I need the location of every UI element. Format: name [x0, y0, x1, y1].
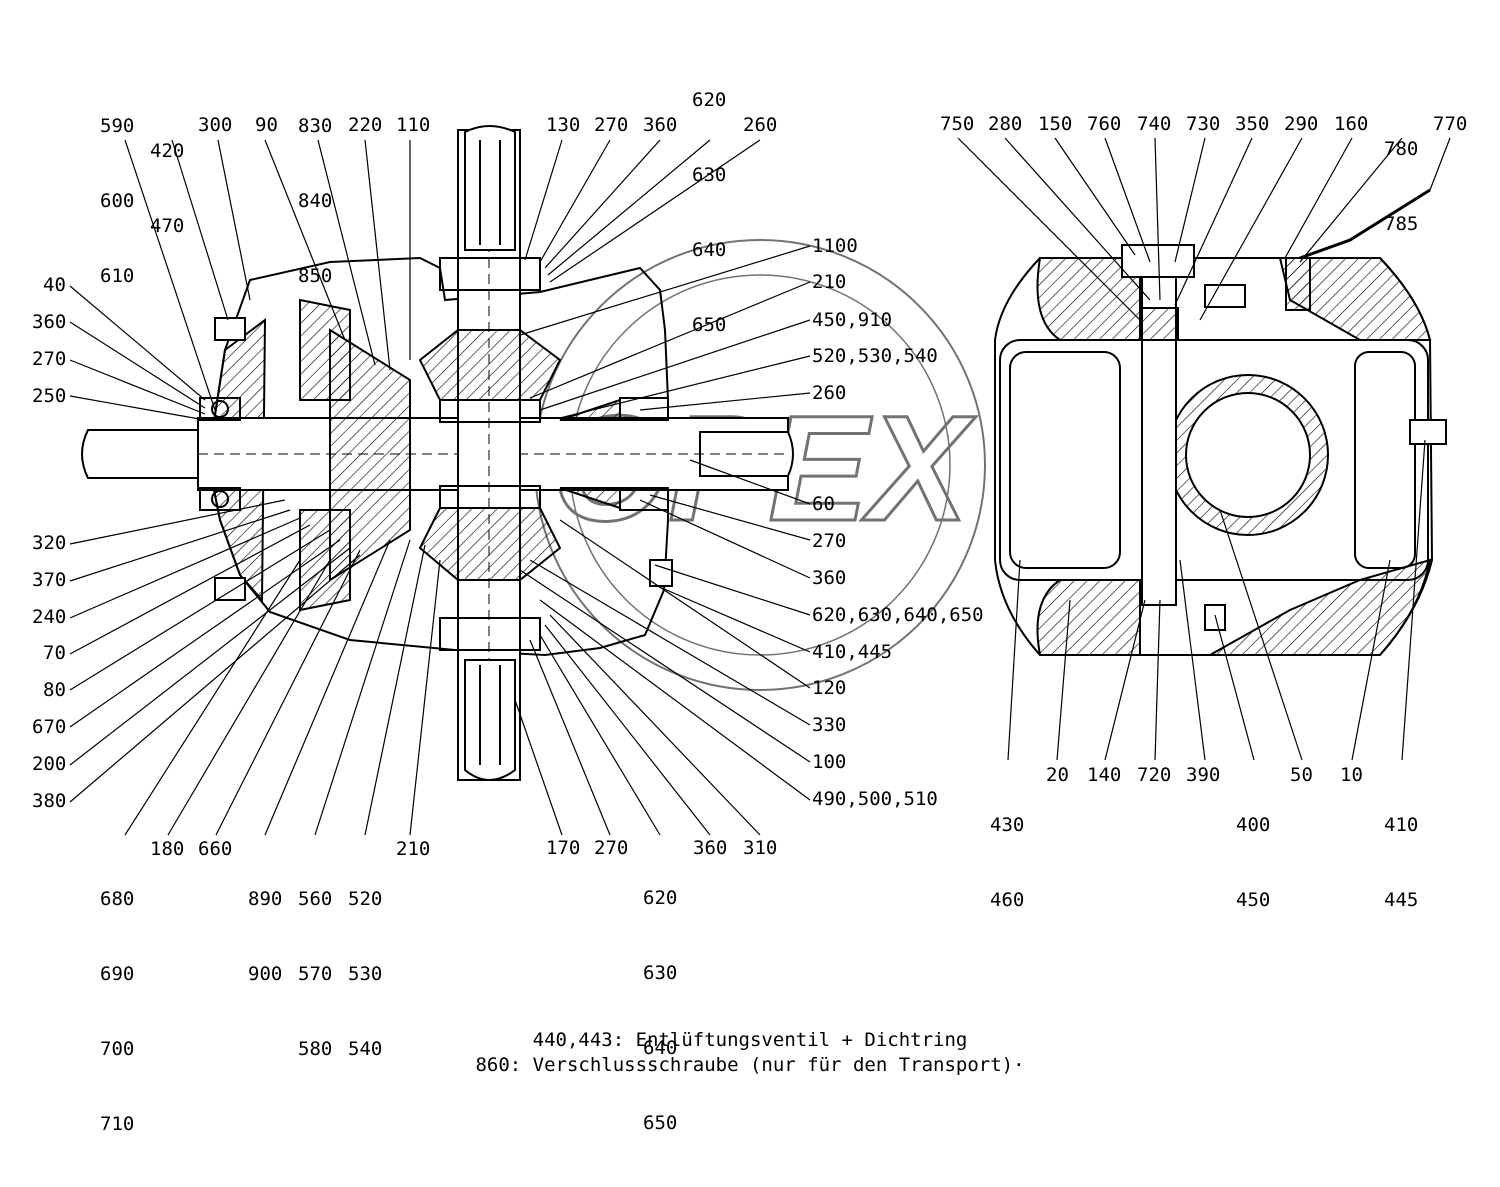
- part-label: 270: [32, 348, 67, 370]
- part-label: 220: [348, 114, 383, 136]
- part-label: 260: [812, 382, 847, 404]
- part-label: 270: [594, 837, 629, 859]
- part-label: 270: [594, 114, 629, 136]
- part-label: 20: [1046, 764, 1069, 786]
- part-label: 660: [198, 838, 233, 860]
- leader-lines: [69, 137, 1451, 836]
- part-label: 590 600 610: [100, 115, 135, 287]
- bearing-left-bottom: [199, 487, 241, 511]
- part-label: 400 450: [1236, 814, 1271, 911]
- part-label: 320: [32, 532, 67, 554]
- side-bolt-right: [1409, 419, 1447, 445]
- part-label: 450,910: [812, 309, 893, 331]
- part-label: 80: [43, 679, 66, 701]
- part-label: 90: [255, 114, 278, 136]
- input-spline: [81, 429, 199, 479]
- part-label: 280: [988, 113, 1023, 135]
- central-bore: [1185, 392, 1311, 518]
- part-label: 410,445: [812, 641, 893, 663]
- part-label: 390: [1186, 764, 1221, 786]
- part-label: 210: [396, 838, 431, 860]
- part-label: 410 445: [1384, 814, 1419, 911]
- gearbox-side-view: [994, 188, 1447, 656]
- part-label: 720: [1137, 764, 1172, 786]
- part-label: 750: [940, 113, 975, 135]
- part-label: 270: [812, 530, 847, 552]
- part-label: 260: [743, 114, 778, 136]
- bearing-bottom: [439, 617, 541, 651]
- part-label: 1100: [812, 235, 858, 257]
- part-label: 350: [1235, 113, 1270, 135]
- part-label: 420 470: [150, 140, 185, 237]
- part-label: 680 690 700 710: [100, 888, 135, 1135]
- bearing-left-top: [199, 397, 241, 421]
- gearbox-section-view: [81, 125, 794, 781]
- part-label: 200: [32, 753, 67, 775]
- part-label: 430 460: [990, 814, 1025, 911]
- part-label: 240: [32, 606, 67, 628]
- part-label: 330: [812, 714, 847, 736]
- part-label: 760: [1087, 113, 1122, 135]
- part-label: 120: [812, 677, 847, 699]
- part-label: 490,500,510: [812, 788, 938, 810]
- bolt-left-bottom: [214, 577, 246, 601]
- part-label: 170: [546, 837, 581, 859]
- bevel-gear-upper: [418, 329, 562, 401]
- part-label: 310: [743, 837, 778, 859]
- part-label: 130: [546, 114, 581, 136]
- part-label: 210: [812, 271, 847, 293]
- breather-pipe: [1299, 188, 1431, 260]
- footnote-breather-valve: 440,443: Entlüftungsventil + Dichtring: [532, 1029, 968, 1051]
- part-label: 70: [43, 642, 66, 664]
- part-label: 50: [1290, 764, 1313, 786]
- top-spline: [464, 125, 516, 251]
- part-label: 110: [396, 114, 431, 136]
- part-label: 740: [1137, 113, 1172, 135]
- part-label: 380: [32, 790, 67, 812]
- part-label: 890 900: [248, 888, 283, 985]
- bottom-spline: [464, 659, 516, 781]
- part-label: 60: [812, 493, 835, 515]
- part-label: 830 840 850: [298, 115, 333, 287]
- part-label: 100: [812, 751, 847, 773]
- part-label: 620,630,640,650: [812, 604, 984, 626]
- part-label: 620 630 640 650: [692, 89, 727, 336]
- footnote-transport-plug: 860: Verschlussschraube (nur für den Tra…: [475, 1054, 1025, 1076]
- part-label: 730: [1186, 113, 1221, 135]
- part-label: 10: [1340, 764, 1363, 786]
- part-label: 300: [198, 114, 233, 136]
- bevel-gear-lower: [418, 507, 562, 581]
- part-label: 160: [1334, 113, 1369, 135]
- part-label: 250: [32, 385, 67, 407]
- part-label: 360: [32, 311, 67, 333]
- part-label: 560 570 580: [298, 888, 333, 1060]
- part-label: 370: [32, 569, 67, 591]
- part-label: 360: [812, 567, 847, 589]
- bolt-right: [649, 559, 673, 587]
- part-label: 780 785: [1384, 138, 1419, 235]
- bearing-top: [439, 257, 541, 291]
- gearbox-diagram: OPEX: [69, 125, 1451, 836]
- part-label: 360: [693, 837, 728, 859]
- part-label: 520,530,540: [812, 345, 938, 367]
- side-housing-hatch-bottom: [1036, 579, 1141, 656]
- inner-frame: [999, 339, 1429, 581]
- part-label: 670: [32, 716, 67, 738]
- part-label: 40: [43, 274, 66, 296]
- part-label: 770: [1433, 113, 1468, 135]
- part-label: 520 530 540: [348, 888, 383, 1060]
- part-label: 290: [1284, 113, 1319, 135]
- bolt-left-top: [214, 317, 246, 341]
- part-label: 620 630 640 650: [643, 887, 678, 1134]
- part-label: 360: [643, 114, 678, 136]
- part-label: 140: [1087, 764, 1122, 786]
- part-label: 180: [150, 838, 185, 860]
- part-label: 150: [1038, 113, 1073, 135]
